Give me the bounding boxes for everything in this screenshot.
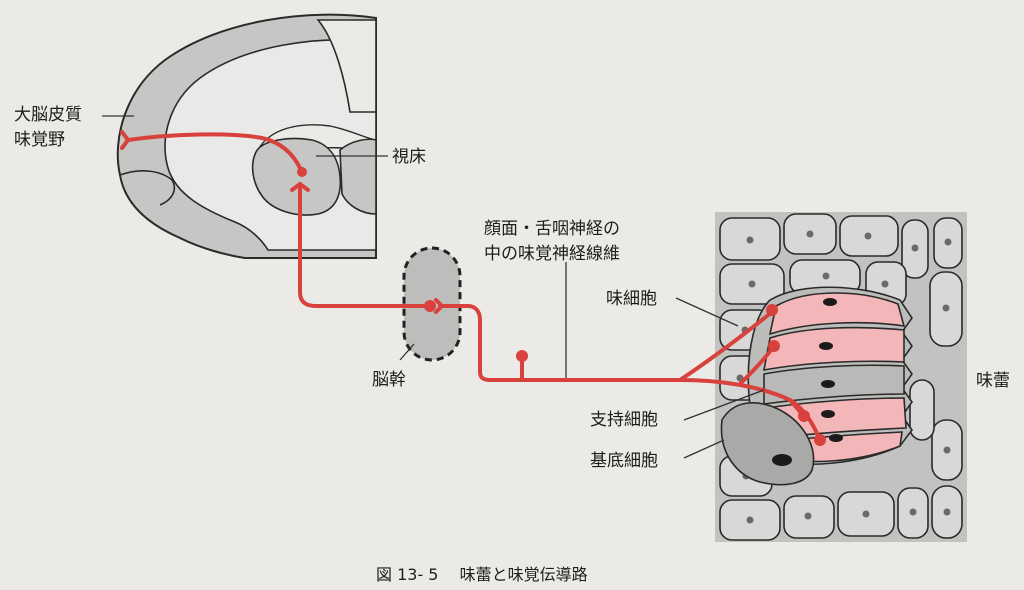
- thalamus-shape: [251, 137, 342, 216]
- cortex-sulcus: [119, 170, 176, 206]
- synapse-brainstem-end: [424, 300, 436, 312]
- leader-lines: [102, 115, 765, 459]
- taste-pathway: [120, 130, 826, 446]
- label-brainstem: 脳幹: [372, 369, 406, 390]
- label-taste-bud: 味蕾: [976, 371, 1010, 391]
- synapse-branch-end: [516, 350, 528, 362]
- longitudinal-fissure: [316, 19, 377, 113]
- label-nerve-line2: 中の味覚神経線維: [484, 244, 620, 264]
- figure-caption: 図 13- 5 味蕾と味覚伝導路: [376, 565, 588, 584]
- synapse-taste-cell-2: [768, 340, 780, 352]
- label-taste-cell: 味細胞: [606, 289, 657, 309]
- label-nerve-line1: 顔面・舌咽神経の: [484, 219, 620, 239]
- brain-section: [116, 13, 377, 259]
- taste-cell-2: [762, 326, 905, 371]
- synapse-taste-cell-3: [798, 410, 810, 422]
- synapse-cortex-fork: [120, 130, 130, 150]
- label-cortex-line2: 味覚野: [14, 130, 65, 150]
- synapse-brainstem-fork: [434, 298, 444, 314]
- synapse-thalamus-fork: [290, 182, 310, 192]
- thalamus-to-brainstem-fiber: [298, 182, 430, 308]
- leader-taste-cell: [675, 297, 739, 327]
- leader-support-cell: [683, 389, 765, 421]
- label-cortex-line1: 大脳皮質: [14, 105, 82, 125]
- tongue-tissue: [715, 212, 967, 542]
- synapse-taste-cell-1: [766, 304, 778, 316]
- synapse-taste-cell-4: [814, 434, 826, 446]
- label-basal-cell: 基底細胞: [590, 451, 658, 471]
- thalamus-right: [339, 138, 377, 215]
- taste-fiber-1: [678, 310, 774, 382]
- cortex-to-thalamus-fiber: [126, 132, 302, 170]
- synapse-thalamus-end: [297, 167, 307, 177]
- leader-brainstem: [399, 343, 415, 361]
- label-thalamus: 視床: [392, 147, 426, 167]
- label-support-cell: 支持細胞: [590, 410, 658, 430]
- taste-cell-1: [768, 292, 906, 336]
- leader-basal-cell: [683, 439, 725, 459]
- basal-cell-shape: [720, 402, 815, 486]
